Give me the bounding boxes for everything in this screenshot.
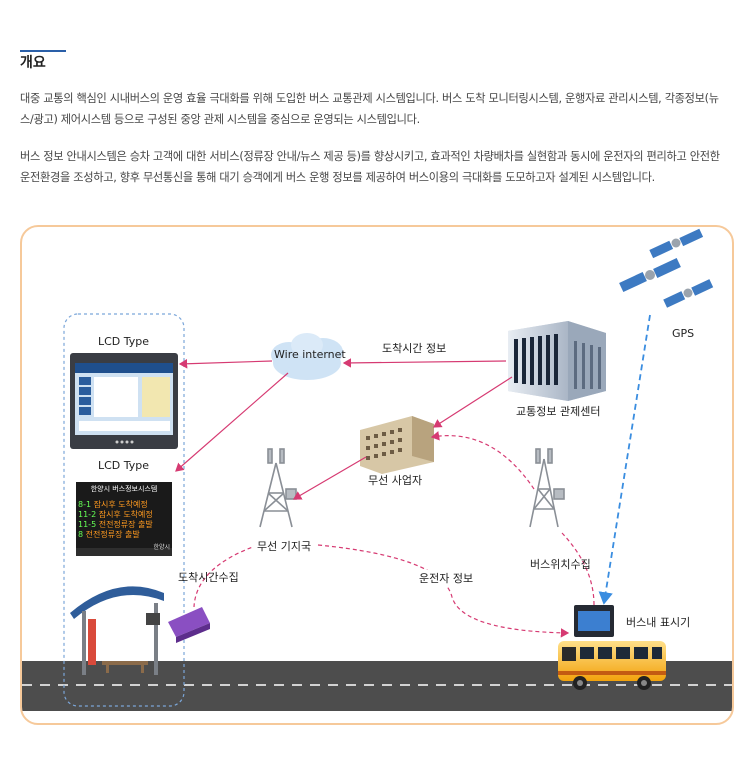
bus-to-location-tower-path [561,532,595,606]
system-diagram: LCD Type LCD Type 한양시 버스정보시스템 8-1 잠시후 도착… [20,225,734,725]
cloud-to-led-line [175,372,289,472]
wireless-operator-building [360,416,434,474]
section-title: 개요 [20,55,46,71]
led-row-text: 전전정류장 출발 [98,520,153,529]
center-to-cloud-line [342,358,507,368]
led-row: 11-2 잠시후 도착예정 [78,510,170,520]
led-row-number: 8-1 [78,500,92,509]
lcd-type-label-1: LCD Type [98,335,150,348]
led-board-content: 한양시 버스정보시스템 8-1 잠시후 도착예정 11-2 잠시후 도착예정 1… [78,484,170,551]
arrival-collector-device [168,607,210,643]
center-to-operator-line [432,376,513,428]
led-row-text: 전전정류장 출발 [85,530,140,539]
in-bus-display [574,605,614,637]
bus-location-tower [529,448,565,528]
arrival-collect-label: 도착시간수집 [178,571,239,584]
wireless-operator-label: 무선 사업자 [368,474,423,487]
gps-label: GPS [672,327,695,340]
led-board-title: 한양시 버스정보시스템 [90,485,158,493]
base-to-collector-path [193,544,259,608]
bus-location-to-operator-path [430,431,535,490]
led-board [76,482,172,556]
driver-info-label: 운전자 정보 [416,570,477,586]
lcd-type-label-2: LCD Type [98,459,150,472]
cloud-to-lcd-line [178,358,273,369]
overview-paragraph-2: 버스 정보 안내시스템은 승차 고객에 대한 서비스(정류장 안내/뉴스 제공 … [20,150,720,184]
led-row-number: 11-5 [78,520,97,529]
led-row: 11-5 전전정류장 출발 [78,520,170,530]
gps-satellite [619,257,681,293]
led-row-number: 8 [78,530,84,539]
led-row-text: 잠시후 도착예정 [93,500,148,509]
heading-rule [20,50,66,52]
led-row: 8-1 잠시후 도착예정 [78,500,170,510]
wire-internet-cloud [271,333,343,380]
base-to-bus-path [317,544,570,638]
base-station-tower [259,448,297,528]
wireless-base-label: 무선 기지국 [254,538,315,554]
wire-internet-label: Wire internet [274,348,346,361]
led-row-number: 11-2 [78,510,97,519]
gps-to-bus-line [598,314,651,605]
lcd-monitor [70,353,178,449]
gps-satellite [663,279,714,308]
gps-satellite [649,228,704,259]
led-board-footer: 한양시 [153,544,170,551]
bus-location-label: 버스위치수집 [530,558,591,571]
diagram-graphics [22,228,732,711]
bus-shelter [70,586,164,675]
operator-to-base-line [292,456,367,500]
led-row-text: 잠시후 도착예정 [98,510,153,519]
overview-paragraph-1: 대중 교통의 핵심인 시내버스의 운영 효율 극대화를 위해 도입한 버스 교통… [20,92,719,126]
arrival-info-label: 도착시간 정보 [382,342,447,355]
led-row: 8 전전정류장 출발 [78,530,170,540]
traffic-center-building [508,321,606,401]
bus [558,641,666,690]
bus-stop-region [63,313,185,707]
bus-display-label: 버스내 표시기 [626,616,691,629]
traffic-center-label: 교통정보 관제센터 [516,405,601,418]
